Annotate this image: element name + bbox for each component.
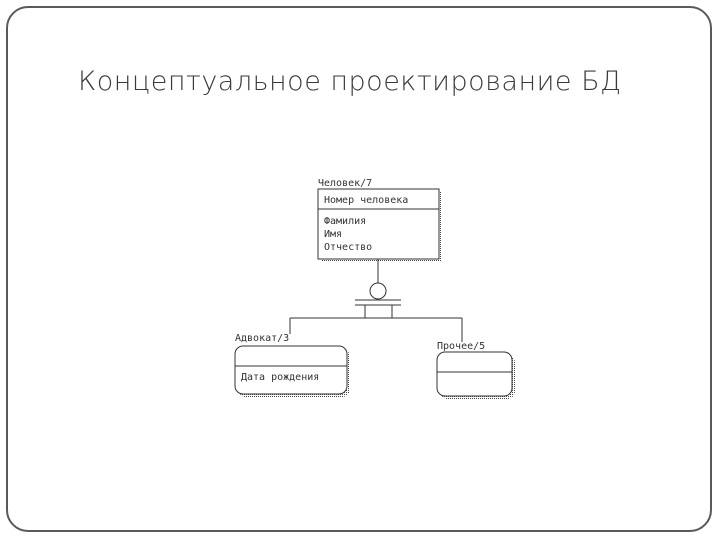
slide-frame [6, 6, 712, 532]
subtype-right-box [436, 351, 513, 397]
parent-entity-attribute: Фамилия [324, 216, 366, 227]
parent-entity: Человек/7 Номер человека Фамилия Имя Отч… [317, 178, 442, 262]
subtype-left-attribute: Дата рождения [241, 372, 319, 383]
parent-entity-box [317, 188, 440, 260]
parent-entity-label: Человек/7 [318, 178, 372, 189]
parent-entity-key-attribute: Номер человека [324, 195, 408, 206]
category-circle [369, 282, 387, 300]
subtype-left-box [234, 345, 348, 395]
slide-title: Концептуальное проектирование БД [78, 66, 622, 97]
parent-entity-attribute: Отчество [324, 242, 372, 253]
parent-entity-attribute: Имя [324, 229, 342, 240]
subtype-entity-right: Прочее/5 [436, 341, 515, 399]
subtype-right-label: Прочее/5 [437, 341, 485, 352]
subtype-entity-left: Адвокат/3 Дата рождения [234, 333, 350, 397]
subtype-left-label: Адвокат/3 [235, 333, 289, 344]
category-symbol [289, 259, 463, 342]
